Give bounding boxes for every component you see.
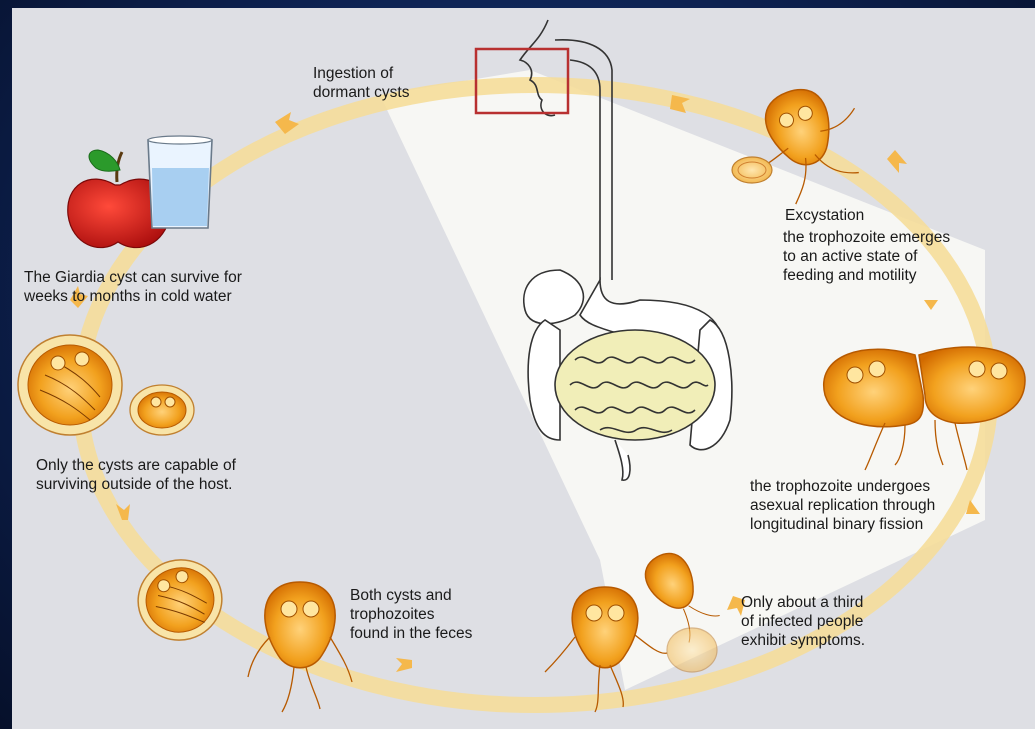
cyst-outside-small xyxy=(130,385,194,435)
label-symptoms: Only about a third of infected people ex… xyxy=(741,593,865,650)
label-ingestion: Ingestion of dormant cysts xyxy=(313,64,409,102)
label-excystation-title: Excystation xyxy=(785,206,864,225)
cyst-symptoms-faded xyxy=(667,628,717,672)
label-survive-outside: Only the cysts are capable of surviving … xyxy=(36,456,236,494)
water-glass-illustration xyxy=(148,136,212,228)
label-replication: the trophozoite undergoes asexual replic… xyxy=(750,477,935,534)
arrow-right-upper xyxy=(887,150,907,173)
label-excystation-desc: the trophozoite emerges to an active sta… xyxy=(783,228,950,285)
cyst-outside-large xyxy=(18,335,122,435)
arrow-bottom xyxy=(396,658,412,672)
cyst-excystation-small xyxy=(732,157,772,183)
label-survive-cold: The Giardia cyst can survive for weeks t… xyxy=(24,268,242,306)
label-feces: Both cysts and trophozoites found in the… xyxy=(350,586,472,643)
